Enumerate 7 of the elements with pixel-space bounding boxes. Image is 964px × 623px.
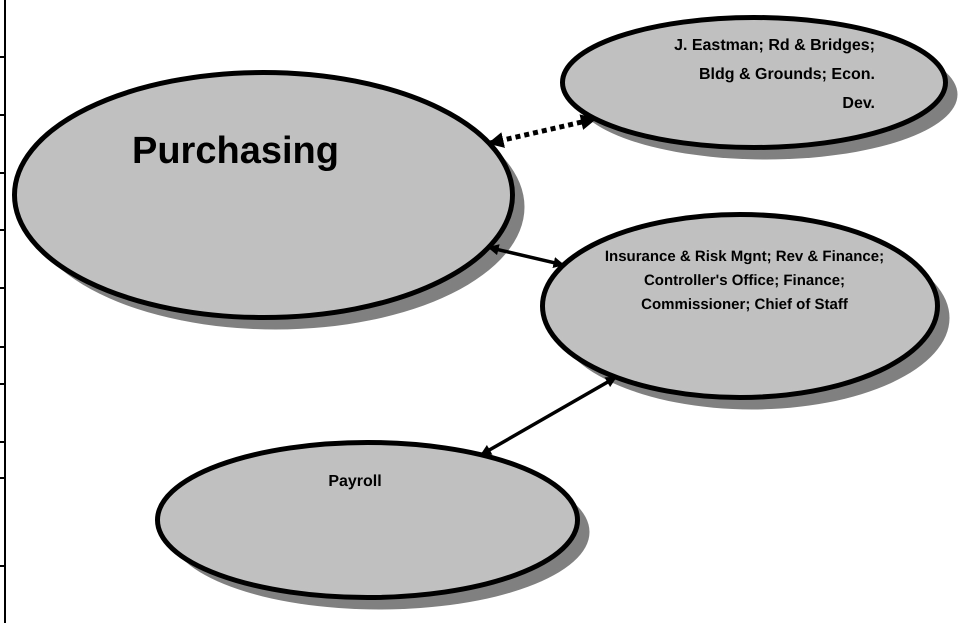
- arrow: [487, 244, 565, 268]
- node-label: Insurance & Risk Mgnt; Rev & Finance; Controller's Office; Finance; Commissioner; Chief of Staff: [604, 247, 886, 315]
- node-label: Purchasing: [132, 129, 340, 174]
- node-label: Payroll: [327, 472, 383, 492]
- arrow: [480, 376, 617, 456]
- dotted-arrow: [488, 114, 597, 148]
- node-label: J. Eastman; Rd & Bridges; Bldg & Grounds; Econ. Dev.: [673, 36, 875, 114]
